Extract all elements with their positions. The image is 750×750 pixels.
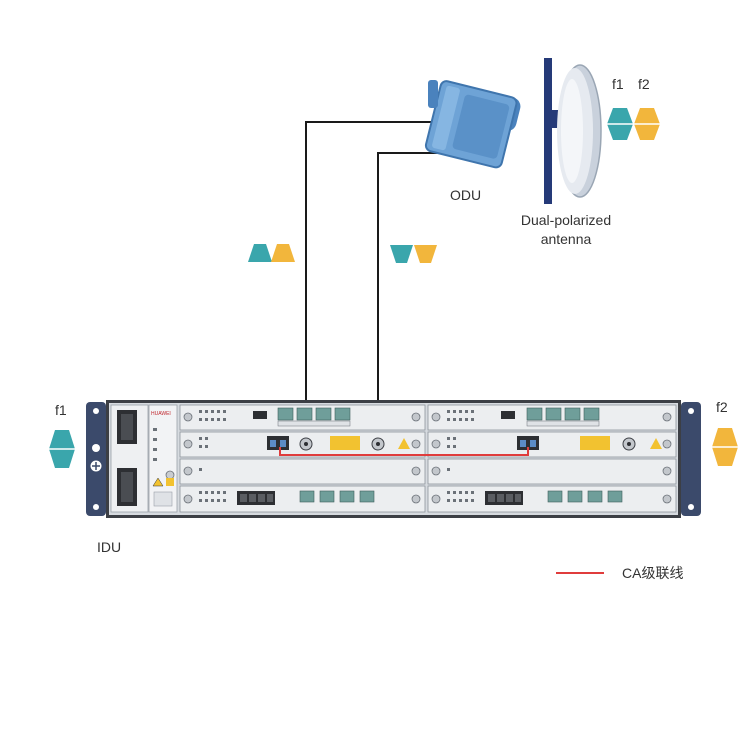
vendor-logo: HUAWEI	[151, 411, 171, 417]
idu-f2-label: f2	[716, 399, 728, 415]
antenna-label-line2: antenna	[541, 231, 592, 247]
antenna-f1-icon	[607, 108, 633, 140]
idu-f1-icon	[49, 430, 75, 468]
dual-polarized-antenna	[544, 58, 602, 204]
idu-odu-cables	[305, 121, 438, 440]
antenna-f1-label: f1	[612, 76, 624, 92]
idu-label: IDU	[97, 539, 121, 555]
odu-label: ODU	[450, 187, 481, 203]
idu-f1-label: f1	[55, 402, 67, 418]
idu-f2-icon	[712, 428, 738, 466]
cable-1	[305, 121, 438, 440]
polarization-pair-icon-1	[248, 244, 295, 262]
idu-chassis: HUAWEI	[86, 400, 701, 518]
ca-cascade-cable	[279, 447, 529, 456]
legend-label: CA级联线	[622, 565, 683, 581]
polarization-pair-icon-2	[390, 245, 437, 263]
antenna-f2-icon	[634, 108, 660, 140]
odu	[424, 80, 521, 169]
antenna-f2-label: f2	[638, 76, 650, 92]
cable-2	[377, 152, 438, 440]
antenna-label-line1: Dual-polarized	[521, 212, 611, 228]
